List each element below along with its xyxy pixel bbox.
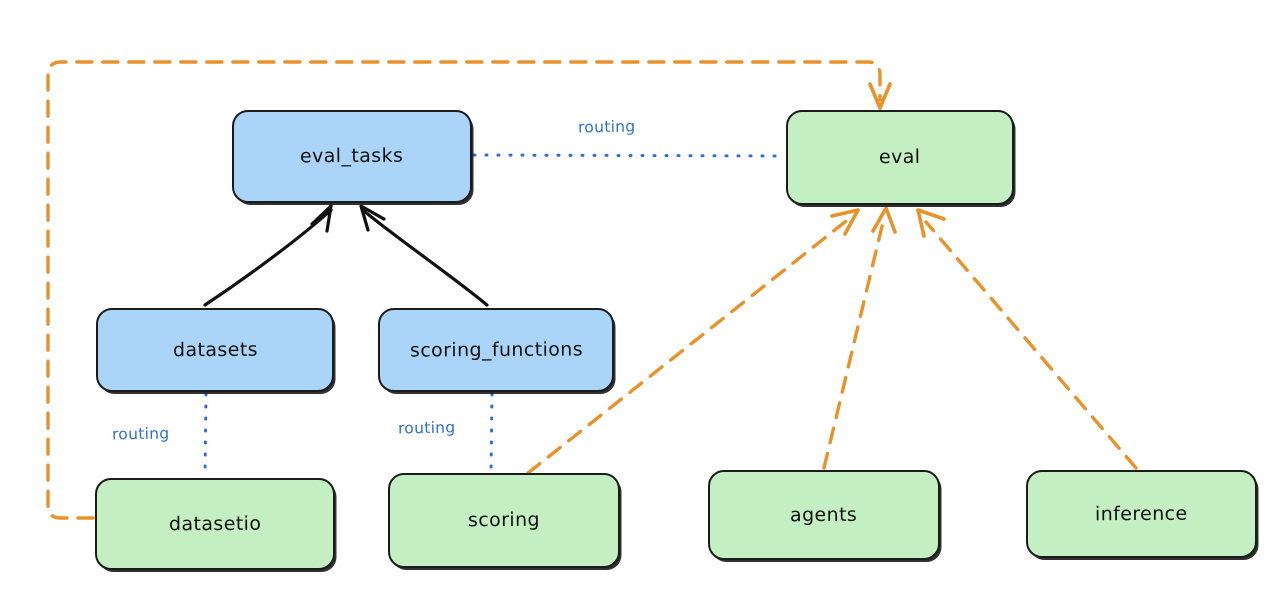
edge-label-routing-scoring-functions-scoring: routing bbox=[397, 418, 456, 438]
edge-datasets-to-eval_tasks bbox=[203, 204, 333, 307]
edge-label-routing-datasets-datasetio: routing bbox=[111, 424, 170, 444]
edge-inference-to-eval bbox=[916, 208, 1138, 470]
node-label: eval_tasks bbox=[300, 144, 404, 168]
node-inference[interactable]: inference bbox=[1026, 470, 1257, 558]
edge-scoring_functions-to-scoring bbox=[489, 392, 494, 474]
edge-agents-to-eval bbox=[822, 206, 897, 470]
node-scoring-functions[interactable]: scoring_functions bbox=[378, 308, 614, 392]
edge-datasets-to-datasetio bbox=[203, 392, 208, 479]
node-datasetio[interactable]: datasetio bbox=[95, 478, 335, 570]
node-label: inference bbox=[1095, 502, 1188, 525]
node-label: datasets bbox=[172, 338, 258, 361]
node-eval[interactable]: eval bbox=[786, 110, 1014, 205]
node-label: datasetio bbox=[168, 512, 262, 535]
node-eval-tasks[interactable]: eval_tasks bbox=[232, 110, 472, 203]
node-label: agents bbox=[790, 503, 858, 526]
edge-label-routing-eval-tasks-eval: routing bbox=[577, 117, 636, 137]
node-label: scoring_functions bbox=[409, 337, 583, 362]
node-label: scoring bbox=[467, 508, 541, 532]
node-agents[interactable]: agents bbox=[708, 470, 940, 560]
node-scoring[interactable]: scoring bbox=[388, 473, 620, 568]
edge-scoring_functions-to-eval_tasks bbox=[359, 204, 489, 307]
edge-eval_tasks-to-eval bbox=[472, 153, 786, 158]
node-datasets[interactable]: datasets bbox=[96, 308, 334, 392]
node-label: eval bbox=[879, 145, 921, 169]
